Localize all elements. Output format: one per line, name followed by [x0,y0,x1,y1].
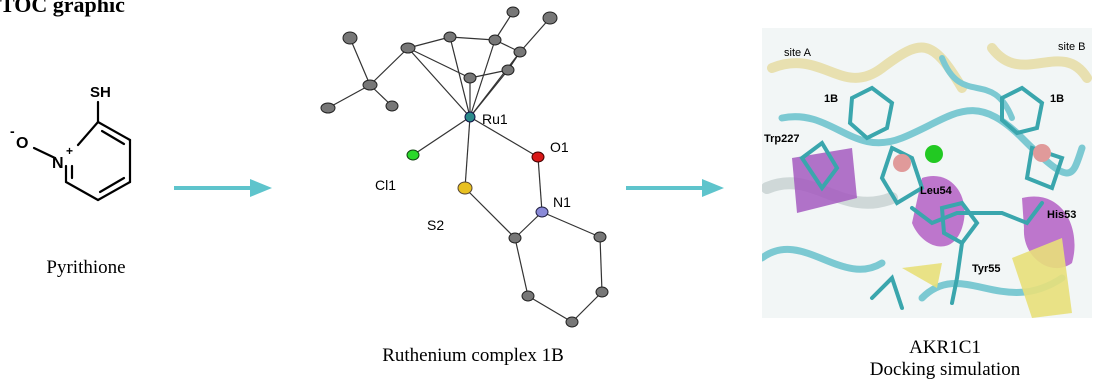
chlorine-atom [925,145,943,163]
n-o-bond [32,146,57,160]
ruthenium-complex-structure: Ru1 O1 N1 S2 Cl1 [320,6,609,328]
pyrithione-structure: SH - O N + [10,84,132,202]
ligand-1b-site-a-label: 1B [824,93,838,105]
trp227-label: Trp227 [764,133,799,145]
n-plus-label: + [66,144,73,158]
complex-caption: Ruthenium complex 1B [382,345,564,366]
sh-label: SH [90,84,111,101]
site-a-label: site A [784,47,812,59]
o-minus-label: - [10,123,15,139]
arrow-right-icon [174,179,272,197]
ring-bond [96,120,132,142]
o1-label: O1 [550,139,569,155]
n-label: N [52,155,64,172]
double-bond-inner [98,176,126,194]
arrow-right-icon [626,179,724,197]
ring-bond [96,180,132,202]
leu54-label: Leu54 [920,185,953,197]
ru-atom-site-b [1033,144,1051,162]
ligand-1b-site-b-label: 1B [1050,93,1064,105]
ru-atom [464,111,476,123]
tyr55-label: Tyr55 [972,263,1001,275]
n1-label: N1 [553,194,571,210]
n-atom [535,206,549,218]
site-b-label: site B [1058,41,1086,53]
s-atom [457,181,473,195]
ru-atom-site-a [893,154,911,172]
docking-caption-line1: AKR1C1 [909,337,981,358]
docking-caption-line2: Docking simulation [869,359,1021,380]
docking-simulation-image: site A site B 1B 1B Trp227 Leu54 His53 T… [762,28,1092,318]
pyrithione-caption: Pyrithione [46,257,126,278]
double-bond-inner [100,129,126,146]
ring-bond [64,180,100,202]
figure-heading: TOC graphic [0,0,125,17]
his53-label: His53 [1047,209,1076,221]
cl-atom [406,149,420,161]
ring-bond [76,120,100,147]
o-atom [531,151,545,163]
s2-label: S2 [427,217,444,233]
o-label: O [16,135,28,152]
ru1-label: Ru1 [482,111,508,127]
cl1-label: Cl1 [375,177,396,193]
